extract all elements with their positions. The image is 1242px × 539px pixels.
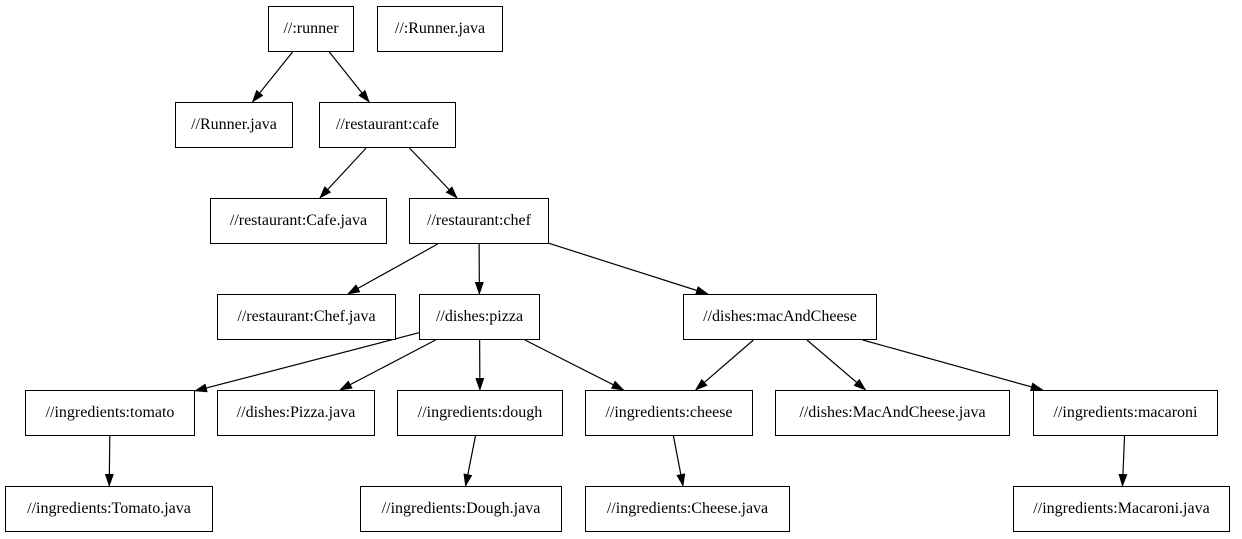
graph-edge-dishes-pizza-to-ingredients-tomato — [194, 332, 420, 393]
graph-node-dishes-macandcheese: //dishes:macAndCheese — [683, 294, 877, 340]
graph-node-ingredients-cheese-java: //ingredients:Cheese.java — [585, 486, 790, 532]
graph-node-label: //ingredients:macaroni — [1053, 404, 1198, 421]
graph-node-label: //dishes:Pizza.java — [236, 404, 356, 421]
graph-edge-restaurant-chef-to-restaurant-chef-java — [346, 243, 438, 295]
graph-node-runner: //:runner — [268, 6, 354, 52]
graph-edge-dishes-macandcheese-to-dishes-macandcheese-java — [806, 339, 867, 391]
graph-node-dishes-pizza-java: //dishes:Pizza.java — [217, 390, 375, 436]
graph-edge-dishes-macandcheese-to-ingredients-macaroni — [862, 339, 1044, 392]
graph-edge-ingredients-tomato-to-ingredients-tomato-java — [104, 435, 114, 487]
graph-node-ingredients-dough: //ingredients:dough — [397, 390, 563, 436]
graph-node-label: //ingredients:dough — [417, 404, 543, 421]
graph-edge-dishes-macandcheese-to-ingredients-cheese — [694, 339, 754, 391]
graph-node-runner-java-standalone: //:Runner.java — [377, 6, 503, 52]
graph-edge-runner-to-restaurant-cafe — [328, 51, 370, 103]
graph-node-ingredients-cheese: //ingredients:cheese — [585, 390, 753, 436]
graph-node-label: //restaurant:chef — [427, 212, 531, 229]
graph-node-runner-java: //Runner.java — [175, 102, 293, 148]
graph-node-label: //:Runner.java — [394, 20, 486, 37]
graph-node-ingredients-tomato: //ingredients:tomato — [25, 390, 195, 436]
graph-node-dishes-pizza: //dishes:pizza — [419, 294, 540, 340]
graph-edge-dishes-pizza-to-dishes-pizza-java — [339, 339, 436, 391]
graph-node-dishes-macandcheese-java: //dishes:MacAndCheese.java — [775, 390, 1010, 436]
graph-node-label: //ingredients:tomato — [45, 404, 175, 421]
graph-node-label: //restaurant:Chef.java — [237, 308, 376, 325]
graph-edge-restaurant-chef-to-dishes-macandcheese — [548, 242, 709, 295]
graph-node-ingredients-dough-java: //ingredients:Dough.java — [360, 486, 562, 532]
graph-node-label: //restaurant:Cafe.java — [229, 212, 368, 229]
graph-node-ingredients-macaroni-java: //ingredients:Macaroni.java — [1013, 486, 1230, 532]
graph-node-label: //restaurant:cafe — [335, 116, 440, 133]
graph-node-label: //ingredients:cheese — [605, 404, 733, 421]
graph-node-restaurant-cafe-java: //restaurant:Cafe.java — [210, 198, 387, 244]
graph-node-label: //:runner — [283, 20, 339, 37]
graph-edge-ingredients-dough-to-ingredients-dough-java — [463, 435, 477, 487]
graph-node-ingredients-macaroni: //ingredients:macaroni — [1033, 390, 1218, 436]
graph-node-label: //Runner.java — [191, 116, 277, 133]
graph-edge-restaurant-cafe-to-restaurant-cafe-java — [319, 147, 367, 199]
graph-node-label: //ingredients:Tomato.java — [27, 500, 191, 517]
graph-edge-restaurant-cafe-to-restaurant-chef — [408, 147, 458, 199]
graph-node-label: //ingredients:Macaroni.java — [1033, 500, 1210, 517]
graph-edge-ingredients-macaroni-to-ingredients-macaroni-java — [1118, 435, 1128, 487]
graph-node-restaurant-chef-java: //restaurant:Chef.java — [217, 294, 396, 340]
graph-node-restaurant-chef: //restaurant:chef — [409, 198, 549, 244]
graph-edge-dishes-pizza-to-ingredients-cheese — [524, 339, 625, 391]
graph-node-restaurant-cafe: //restaurant:cafe — [319, 102, 456, 148]
graph-node-label: //dishes:MacAndCheese.java — [799, 404, 986, 421]
graph-edge-runner-to-runner-java — [251, 51, 294, 103]
graph-node-label: //dishes:macAndCheese — [703, 308, 857, 325]
graph-node-ingredients-tomato-java: //ingredients:Tomato.java — [5, 486, 213, 532]
graph-node-label: //dishes:pizza — [435, 308, 524, 325]
graph-edge-ingredients-cheese-to-ingredients-cheese-java — [672, 435, 686, 487]
graph-node-label: //ingredients:Cheese.java — [606, 500, 769, 517]
graph-node-label: //ingredients:Dough.java — [381, 500, 541, 517]
